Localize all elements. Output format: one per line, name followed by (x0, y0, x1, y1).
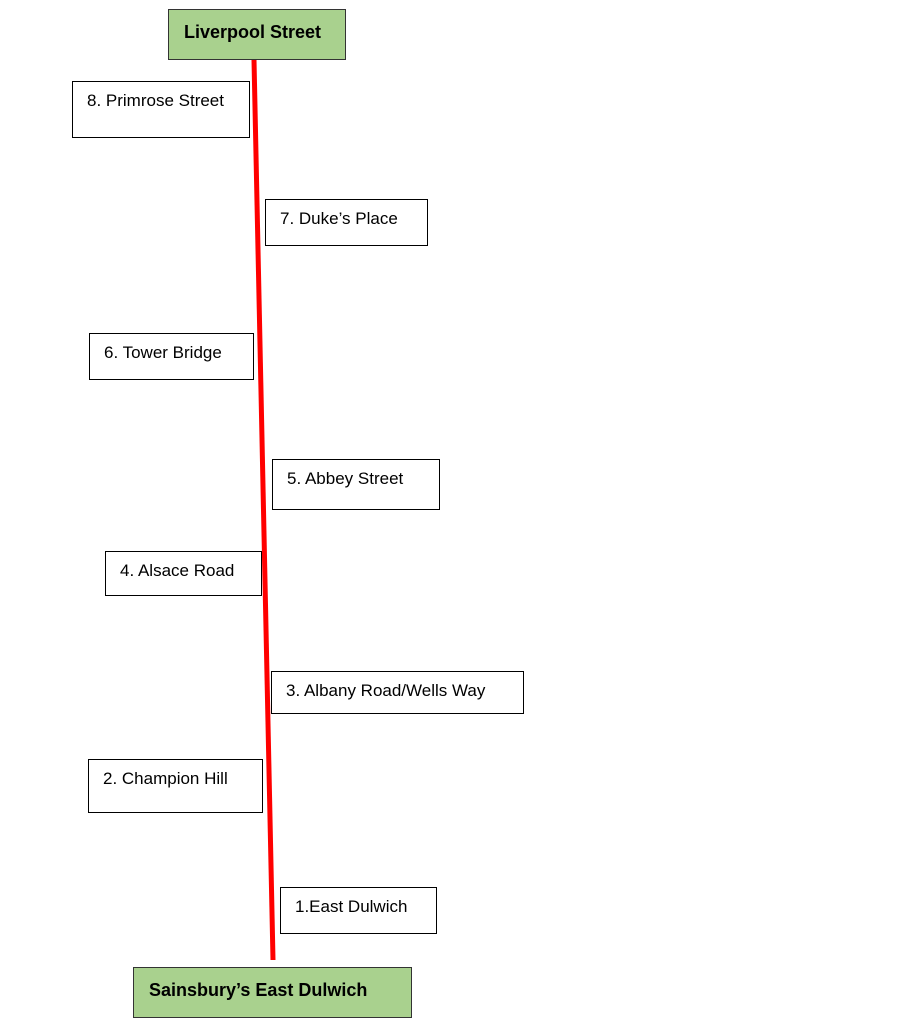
terminus-start: Liverpool Street (168, 9, 346, 60)
stop-1: 1.East Dulwich (280, 887, 437, 934)
route-line-segment (251, 59, 276, 961)
terminus-end: Sainsbury’s East Dulwich (133, 967, 412, 1018)
stop-3: 3. Albany Road/Wells Way (271, 671, 524, 714)
stop-2: 2. Champion Hill (88, 759, 263, 813)
stop-5: 5. Abbey Street (272, 459, 440, 510)
stop-4: 4. Alsace Road (105, 551, 262, 596)
stop-8: 8. Primrose Street (72, 81, 250, 138)
stop-7: 7. Duke’s Place (265, 199, 428, 246)
stop-6: 6. Tower Bridge (89, 333, 254, 380)
